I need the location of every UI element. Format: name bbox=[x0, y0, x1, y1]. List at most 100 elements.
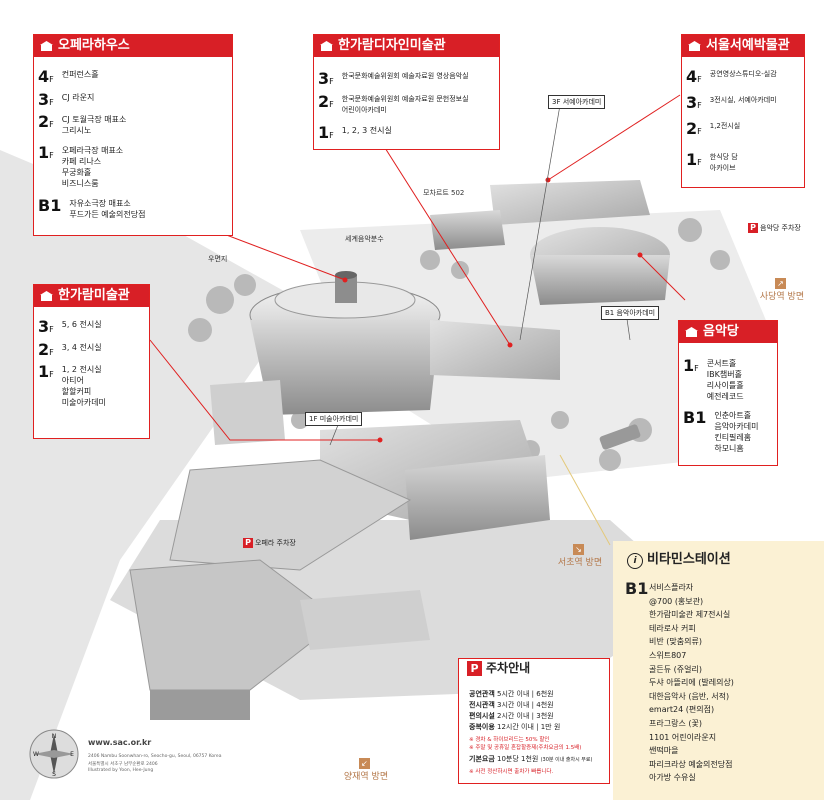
floor-items: 3전시실, 서예아카데미 bbox=[709, 96, 777, 104]
parking-row: 전시관객 3시간 이내 | 4천원 bbox=[469, 701, 554, 709]
list-item: 아가방 수유실 bbox=[649, 773, 696, 783]
floor-row: 2F 3, 4 전시실 bbox=[38, 342, 102, 361]
compass-w: W bbox=[33, 751, 39, 758]
floor-items: 5, 6 전시실 bbox=[61, 320, 102, 329]
list-item: 골든듀 (쥬얼리) bbox=[649, 664, 702, 674]
parking-row: 편의시설 2시간 이내 | 3천원 bbox=[469, 712, 554, 720]
panel-design-museum-title: 한가람디자인미술관 bbox=[338, 38, 446, 53]
building-icon bbox=[685, 327, 698, 337]
map-label-pond: 우면지 bbox=[208, 255, 228, 263]
parking-icon: P bbox=[748, 223, 758, 233]
floor-number: 1F bbox=[318, 123, 334, 142]
floor-items: 1, 2, 3 전시실 bbox=[341, 126, 392, 135]
compass-e: E bbox=[70, 751, 74, 758]
floor-number: 3F bbox=[38, 90, 54, 109]
parking-note: ※ 사전 정산하시면 출차가 빠릅니다. bbox=[469, 769, 554, 775]
list-item: 스위트807 bbox=[649, 650, 687, 660]
parking-row: 공연관객 5시간 이내 | 6천원 bbox=[469, 690, 554, 698]
floor-number: 4F bbox=[686, 67, 702, 86]
compass-s: S bbox=[52, 771, 56, 778]
floor-items: 1,2전시실 bbox=[709, 122, 741, 130]
building-icon bbox=[320, 41, 333, 51]
footer-url[interactable]: www.sac.or.kr bbox=[88, 738, 152, 747]
floor-number: 2F bbox=[38, 112, 54, 131]
footer-credit: Illustrated by Yoon, Hee-Jung bbox=[88, 768, 154, 773]
parking-tag-label: 오페라 주차장 bbox=[255, 539, 296, 547]
floor-row: 4F 컨퍼런스홀 bbox=[38, 69, 99, 88]
info-icon: i bbox=[627, 553, 643, 569]
panel-music-hall-title: 음악당 bbox=[703, 324, 739, 339]
arrow-down-right-icon: ↘ bbox=[573, 544, 584, 555]
direction-sadang: ↗사당역 방면 bbox=[759, 278, 805, 302]
list-item: 1101 어린이라운지 bbox=[649, 732, 717, 742]
map-tag-music-academy: B1 음악아카데미 bbox=[601, 306, 660, 320]
floor-row: 2F 1,2전시실 bbox=[686, 121, 740, 140]
direction-yangjae: ↙양재역 방면 bbox=[343, 758, 389, 782]
list-item: 테라로사 커피 bbox=[649, 623, 696, 633]
list-item: 서비스플라자 bbox=[649, 583, 694, 592]
floor-row: 3F 5, 6 전시실 bbox=[38, 319, 102, 338]
floor-number: 1F bbox=[683, 356, 699, 375]
map-label-fountain: 세계음악분수 bbox=[345, 235, 384, 243]
parking-note: ※ 주말 및 공휴일 혼잡할증제(주차요금의 1.5배) bbox=[469, 745, 582, 751]
floor-items: 한국문화예술위원회 예술자료원 영상음악실 bbox=[341, 72, 469, 80]
list-item: emart24 (편의점) bbox=[649, 705, 715, 715]
list-item: 대한음악사 (음반, 서적) bbox=[649, 691, 730, 701]
direction-seocho: ↘서초역 방면 bbox=[557, 544, 603, 568]
floor-number: 1F bbox=[686, 150, 702, 169]
building-icon bbox=[688, 41, 701, 51]
floor-items: CJ 라운지 bbox=[61, 93, 95, 102]
panel-calligraphy-museum: 서울서예박물관 4F 공연영상스튜디오-실감 3F 3전시실, 서예아카데미 2… bbox=[681, 34, 805, 188]
building-icon bbox=[40, 41, 53, 51]
panel-hangaram-museum-title: 한가람미술관 bbox=[58, 288, 130, 303]
compass-n: N bbox=[52, 733, 57, 740]
floor-number: 1F bbox=[38, 362, 54, 381]
parking-icon: P bbox=[467, 661, 482, 676]
floor-row: 3F 한국문화예술위원회 예술자료원 영상음악실 bbox=[318, 71, 469, 90]
panel-opera-house-title: 오페라하우스 bbox=[58, 38, 130, 53]
footer-address-en: 2406 Nambu Soonwhan-ro, Seocho-gu, Seoul… bbox=[88, 754, 222, 759]
panel-design-museum: 한가람디자인미술관 3F 한국문화예술위원회 예술자료원 영상음악실 2F 한국… bbox=[313, 34, 500, 150]
vitamin-station-list: 서비스플라자 @700 (홍보관) 한가람미술관 제7전시실 테라로사 커피 비… bbox=[649, 581, 734, 785]
floor-number: 2F bbox=[318, 92, 334, 111]
compass-icon: N E S W bbox=[29, 729, 79, 779]
floor-number: 2F bbox=[38, 340, 54, 359]
panel-music-hall-header: 음악당 bbox=[679, 321, 777, 343]
panel-opera-house-header: 오페라하우스 bbox=[34, 35, 232, 57]
list-item: 두샤 아뜰리에 (발레의상) bbox=[649, 678, 734, 688]
map-label-mozart: 모차르트 502 bbox=[423, 189, 465, 197]
list-item: 파리크라상 예술의전당점 bbox=[649, 759, 733, 769]
floor-items: 3, 4 전시실 bbox=[61, 343, 102, 352]
list-item: 프라그랑스 (꽃) bbox=[649, 718, 702, 728]
arrow-up-right-icon: ↗ bbox=[775, 278, 786, 289]
parking-icon: P bbox=[243, 538, 253, 548]
panel-calligraphy-museum-header: 서울서예박물관 bbox=[682, 35, 804, 57]
floor-number: 4F bbox=[38, 67, 54, 86]
floor-items: 컨퍼런스홀 bbox=[61, 70, 99, 79]
floor-items: 공연영상스튜디오-실감 bbox=[709, 70, 777, 78]
floor-number: 2F bbox=[686, 119, 702, 138]
parking-note: ※ 경차 & 하이브리드는 50% 할인 bbox=[469, 737, 550, 743]
building-icon bbox=[40, 291, 53, 301]
map-tag-art-academy: 1F 미술아카데미 bbox=[305, 412, 363, 426]
floor-number: 3F bbox=[686, 93, 702, 112]
floor-number: B1 bbox=[38, 196, 62, 215]
parking-tag-label: 음악당 주차장 bbox=[760, 224, 801, 232]
